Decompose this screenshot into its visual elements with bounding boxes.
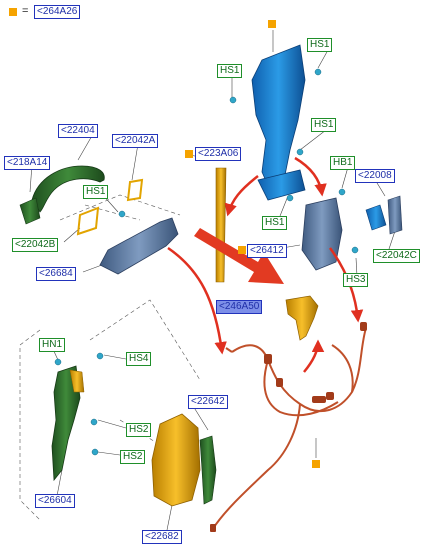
- inner-handle-cap: [69, 369, 85, 393]
- callout-22682[interactable]: <22682: [142, 530, 182, 544]
- interior-trim-bracket: [285, 295, 319, 341]
- handle-cap: [19, 197, 41, 225]
- callout-22404[interactable]: <22404: [58, 124, 98, 138]
- outer-door-handle: [31, 165, 105, 213]
- main-red-arrow: [194, 228, 284, 284]
- callout-26412[interactable]: <26412: [247, 244, 287, 258]
- callout-hs1-left[interactable]: HS1: [83, 185, 109, 199]
- marker-top-module: [268, 20, 276, 28]
- callout-hn1[interactable]: HN1: [39, 338, 66, 352]
- door-module-bracket: [251, 44, 306, 201]
- callout-26604[interactable]: <26604: [35, 494, 75, 508]
- harness-connectors: [210, 322, 367, 532]
- legend-equals: =: [22, 5, 29, 17]
- callout-26684[interactable]: <26684: [36, 267, 76, 281]
- handle-gasket-a: [126, 178, 144, 202]
- callout-hs1-mid-right[interactable]: HS1: [311, 118, 337, 132]
- legend-marker: [9, 8, 17, 16]
- callout-hs1-top-right[interactable]: HS1: [307, 38, 333, 52]
- legend-code-label[interactable]: <264A26: [34, 5, 81, 19]
- callout-22042c[interactable]: <22042C: [373, 249, 420, 263]
- bezel-seal: [199, 435, 217, 505]
- marker-26412: [238, 246, 246, 254]
- callout-223a06[interactable]: <223A06: [195, 147, 242, 161]
- handle-gasket-b: [76, 206, 100, 236]
- door-latch: [301, 197, 343, 271]
- callout-218a14[interactable]: <218A14: [4, 156, 51, 170]
- handle-carrier: [99, 217, 179, 275]
- callout-hs2-lower[interactable]: HS2: [120, 450, 146, 464]
- marker-harness: [312, 460, 320, 468]
- callout-hs1-center[interactable]: HS1: [262, 216, 288, 230]
- callout-hs1-top-left[interactable]: HS1: [217, 64, 243, 78]
- latch-bracket: [365, 204, 387, 231]
- fastener-screws: [54, 68, 359, 456]
- small-bracket-22042c: [387, 195, 403, 235]
- callout-22008[interactable]: <22008: [355, 169, 395, 183]
- callout-22042a[interactable]: <22042A: [112, 134, 159, 148]
- callout-22642[interactable]: <22642: [188, 395, 228, 409]
- callout-hs3[interactable]: HS3: [343, 273, 369, 287]
- callout-hb1[interactable]: HB1: [330, 156, 356, 170]
- marker-223a06: [185, 150, 193, 158]
- callout-22042b[interactable]: <22042B: [12, 238, 59, 252]
- wiring-harness: [211, 327, 367, 531]
- callout-hs4[interactable]: HS4: [126, 352, 152, 366]
- callout-hs2-upper[interactable]: HS2: [126, 423, 152, 437]
- glass-run-channel: [215, 167, 227, 283]
- callout-246a50[interactable]: <246A50: [216, 300, 263, 314]
- inner-handle-bezel: [151, 413, 201, 507]
